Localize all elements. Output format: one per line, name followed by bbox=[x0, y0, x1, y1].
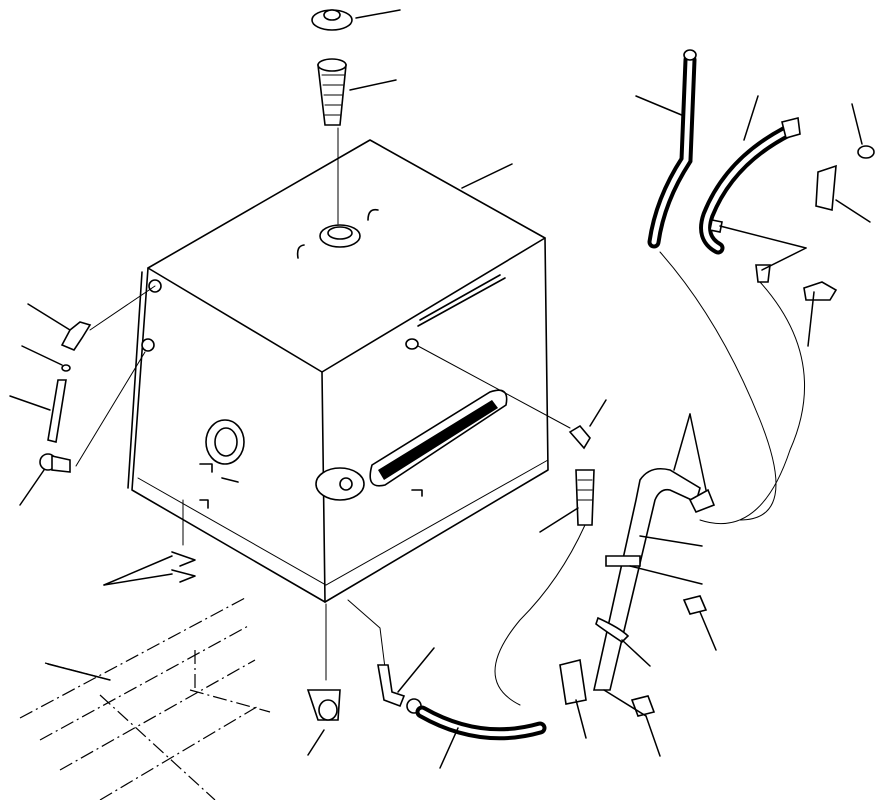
sleeve-2 bbox=[630, 695, 656, 717]
tank bbox=[127, 139, 549, 603]
clamp-3 bbox=[559, 659, 587, 705]
return-hose-1 bbox=[647, 49, 697, 249]
mounting-shims bbox=[171, 499, 196, 583]
clamp-2 bbox=[595, 616, 630, 644]
bracket-lower bbox=[803, 281, 838, 301]
sleeve-1 bbox=[682, 595, 708, 615]
clip bbox=[688, 488, 716, 514]
strainer bbox=[317, 58, 347, 225]
return-hose-2 bbox=[699, 117, 801, 255]
adapter bbox=[494, 469, 595, 706]
cap-nut bbox=[857, 145, 875, 159]
cap bbox=[311, 9, 353, 31]
bracket-upper bbox=[815, 164, 837, 212]
o-ring bbox=[61, 364, 71, 372]
leader-lines bbox=[9, 9, 871, 769]
lower-elbow bbox=[39, 285, 156, 473]
upper-elbow bbox=[60, 321, 92, 351]
elbow-fitting bbox=[347, 599, 406, 708]
clamp-1 bbox=[605, 555, 641, 567]
hose-clamps bbox=[659, 219, 806, 525]
side-elbow bbox=[417, 345, 591, 450]
drain-valve bbox=[306, 603, 341, 721]
frame bbox=[19, 597, 271, 800]
drain-hose bbox=[406, 698, 547, 741]
breather-pipe bbox=[47, 379, 67, 443]
